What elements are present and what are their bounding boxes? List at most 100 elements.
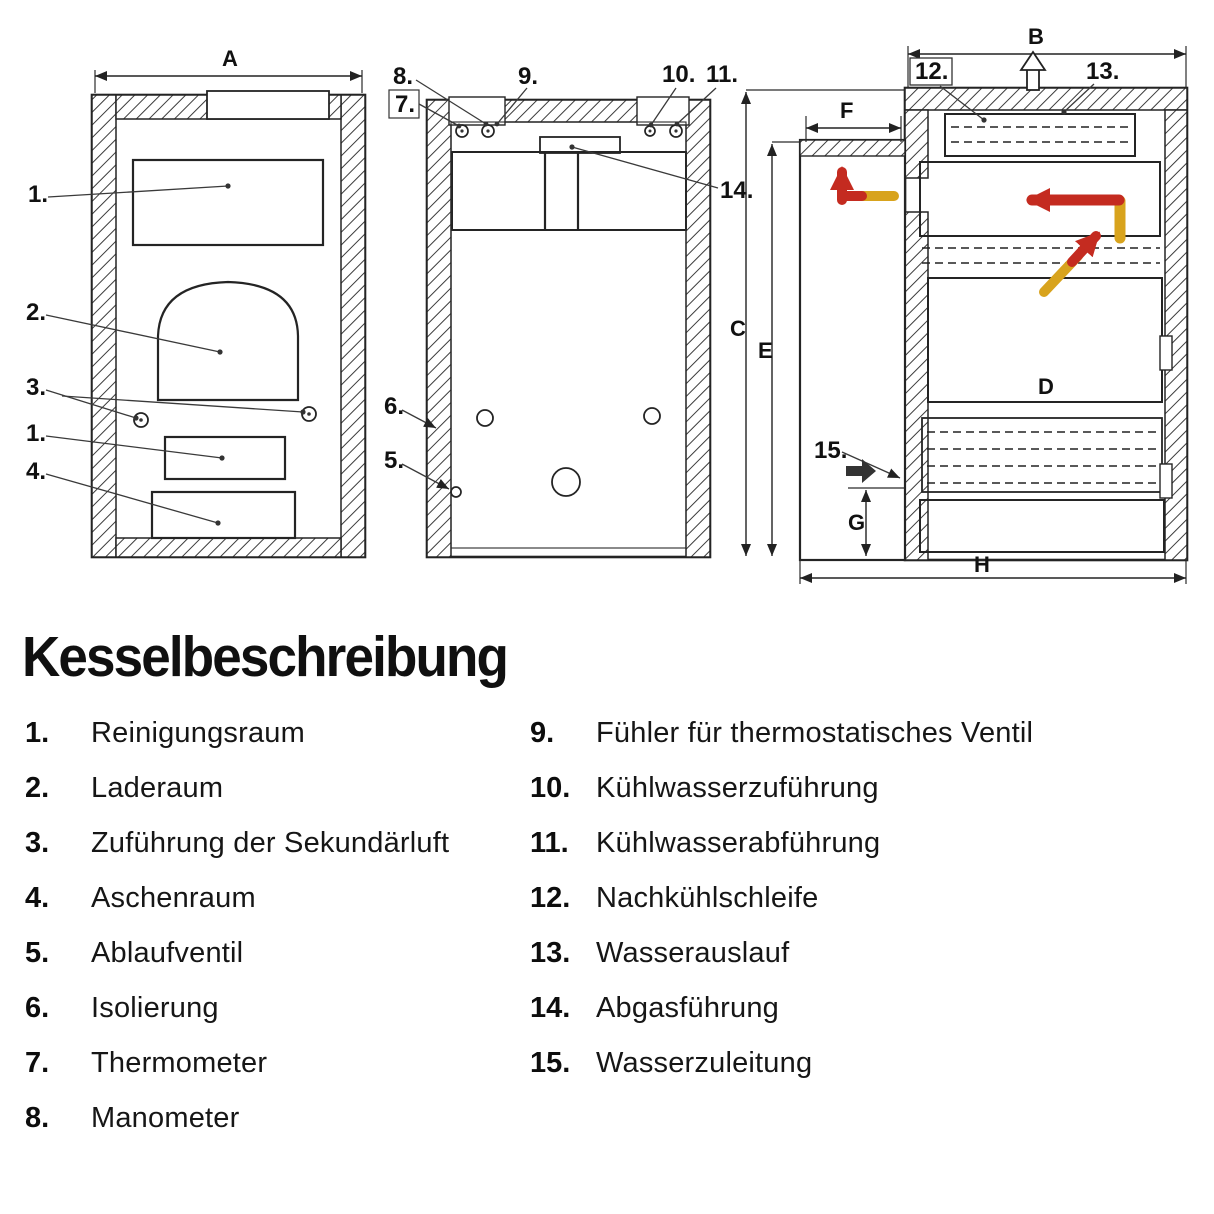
dim-label-h: H — [974, 552, 990, 577]
legend-number: 3. — [25, 827, 50, 859]
legend-label: Manometer — [91, 1102, 240, 1134]
dimension-b: B — [907, 24, 1187, 88]
legend-label: Abgasführung — [596, 992, 779, 1024]
dim-label-g: G — [848, 510, 865, 535]
legend-number: 6. — [25, 992, 50, 1024]
flue-channel-dashes — [922, 247, 1160, 264]
callout-12: 12. — [915, 58, 948, 85]
callout-1b: 1. — [26, 420, 46, 447]
door-hinges — [1159, 335, 1173, 499]
legend-item-6: 6. Isolierung — [25, 992, 530, 1048]
dimension-e: E — [758, 141, 800, 556]
legend-label: Ablaufventil — [91, 937, 244, 969]
legend-item-14: 14. Abgasführung — [530, 992, 1214, 1048]
legend-number: 11. — [530, 827, 569, 859]
legend-number: 5. — [25, 937, 50, 969]
water-inlet-arrow-icon — [846, 459, 876, 483]
side-view-callouts: 12. 13. 15. — [814, 57, 1119, 483]
legend-item-12: 12. Nachkühlschleife — [530, 882, 1214, 938]
legend-column-right: 9. Fühler für thermostatisches Ventil 10… — [530, 717, 1214, 1158]
legend-label: Kühlwasserabführung — [596, 827, 881, 859]
loading-door-arch — [156, 280, 300, 402]
front-panel — [798, 138, 907, 562]
legend-label: Fühler für thermostatisches Ventil — [596, 717, 1034, 749]
callout-11: 11. — [706, 61, 738, 88]
dimension-a: A — [94, 46, 363, 93]
front-view-callouts: 1. 2. 3. 1. 4. — [26, 181, 306, 526]
inner-liner — [450, 121, 687, 549]
water-outlet-arrow-icon — [1019, 50, 1047, 91]
legend-item-11: 11. Kühlwasserabführung — [530, 827, 1214, 883]
legend-number: 13. — [530, 937, 571, 969]
callout-13: 13. — [1086, 58, 1119, 85]
legend-label: Reinigungsraum — [91, 717, 305, 749]
legend-number: 12. — [530, 882, 571, 914]
section-openings — [450, 407, 661, 498]
callout-3: 3. — [26, 374, 46, 401]
ash-chamber-side — [919, 499, 1165, 553]
callout-15: 15. — [814, 437, 847, 464]
legend-item-5: 5. Ablaufventil — [25, 937, 530, 993]
legend-label: Aschenraum — [91, 882, 256, 914]
callout-9: 9. — [518, 63, 538, 90]
upper-flue-chamber — [919, 161, 1161, 237]
callout-2: 2. — [26, 299, 46, 326]
legend-label: Wasserauslauf — [596, 937, 790, 969]
legend-number: 15. — [530, 1047, 571, 1079]
callout-1: 1. — [28, 181, 48, 208]
legend-item-8: 8. Manometer — [25, 1102, 530, 1158]
lower-cleaning-opening — [163, 435, 287, 481]
section-body-outline — [425, 98, 712, 559]
dimension-c: C — [730, 89, 905, 556]
callout-5: 5. — [384, 447, 404, 474]
section-view-diagram: 8. 7. 9. 10. 11. 14. 6. 5. — [384, 61, 753, 559]
side-view-diagram: B — [730, 24, 1189, 584]
page-title: Kesselbeschreibung — [22, 625, 509, 689]
dimension-g: G — [848, 487, 905, 556]
legend-number: 2. — [25, 772, 50, 804]
legend-item-7: 7. Thermometer — [25, 1047, 530, 1103]
legend: 1. Reinigungsraum 2. Laderaum 3. Zuführu… — [0, 717, 1214, 1158]
legend-item-15: 15. Wasserzuleitung — [530, 1047, 1214, 1103]
dim-label-e: E — [758, 338, 773, 363]
legend-label: Kühlwasserzuführung — [596, 772, 879, 804]
legend-item-13: 13. Wasserauslauf — [530, 937, 1214, 993]
dim-label-d: D — [1038, 374, 1054, 399]
legend-item-3: 3. Zuführung der Sekundärluft — [25, 827, 530, 883]
legend-number: 1. — [25, 717, 50, 749]
legend-label: Laderaum — [91, 772, 224, 804]
dim-label-a: A — [222, 46, 238, 71]
side-insulated-walls — [904, 87, 1188, 561]
dimension-f: F — [805, 98, 902, 142]
cooling-loop — [944, 113, 1136, 157]
front-panel-top-wall — [799, 139, 906, 157]
legend-number: 10. — [530, 772, 571, 804]
front-view-diagram: A 1. 2. — [26, 46, 367, 559]
dim-label-c: C — [730, 316, 746, 341]
legend-item-10: 10. Kühlwasserzuführung — [530, 772, 1214, 828]
legend-number: 8. — [25, 1102, 50, 1134]
callout-14: 14. — [720, 177, 753, 204]
flue-collar — [206, 90, 330, 120]
legend-column-left: 1. Reinigungsraum 2. Laderaum 3. Zuführu… — [25, 717, 530, 1158]
legend-number: 7. — [25, 1047, 50, 1079]
flue-gas-flow-arrows — [830, 166, 1126, 297]
legend-item-9: 9. Fühler für thermostatisches Ventil — [530, 717, 1214, 773]
legend-label: Nachkühlschleife — [596, 882, 819, 914]
callout-4: 4. — [26, 458, 46, 485]
legend-label: Zuführung der Sekundärluft — [91, 827, 450, 859]
section-view-callouts: 8. 7. 9. 10. 11. 14. 6. 5. — [384, 61, 753, 490]
legend-label: Isolierung — [91, 992, 219, 1024]
dimension-h: H — [799, 552, 1187, 584]
side-body-outline — [903, 86, 1189, 562]
legend-item-4: 4. Aschenraum — [25, 882, 530, 938]
callout-6: 6. — [384, 393, 404, 420]
legend-number: 9. — [530, 717, 555, 749]
legend-label: Thermometer — [91, 1047, 268, 1079]
legend-item-1: 1. Reinigungsraum — [25, 717, 530, 773]
legend-number: 4. — [25, 882, 50, 914]
ash-door — [150, 490, 297, 540]
boiler-technical-drawing: A 1. 2. — [26, 24, 1189, 584]
flue-gas-outlet — [539, 136, 621, 154]
